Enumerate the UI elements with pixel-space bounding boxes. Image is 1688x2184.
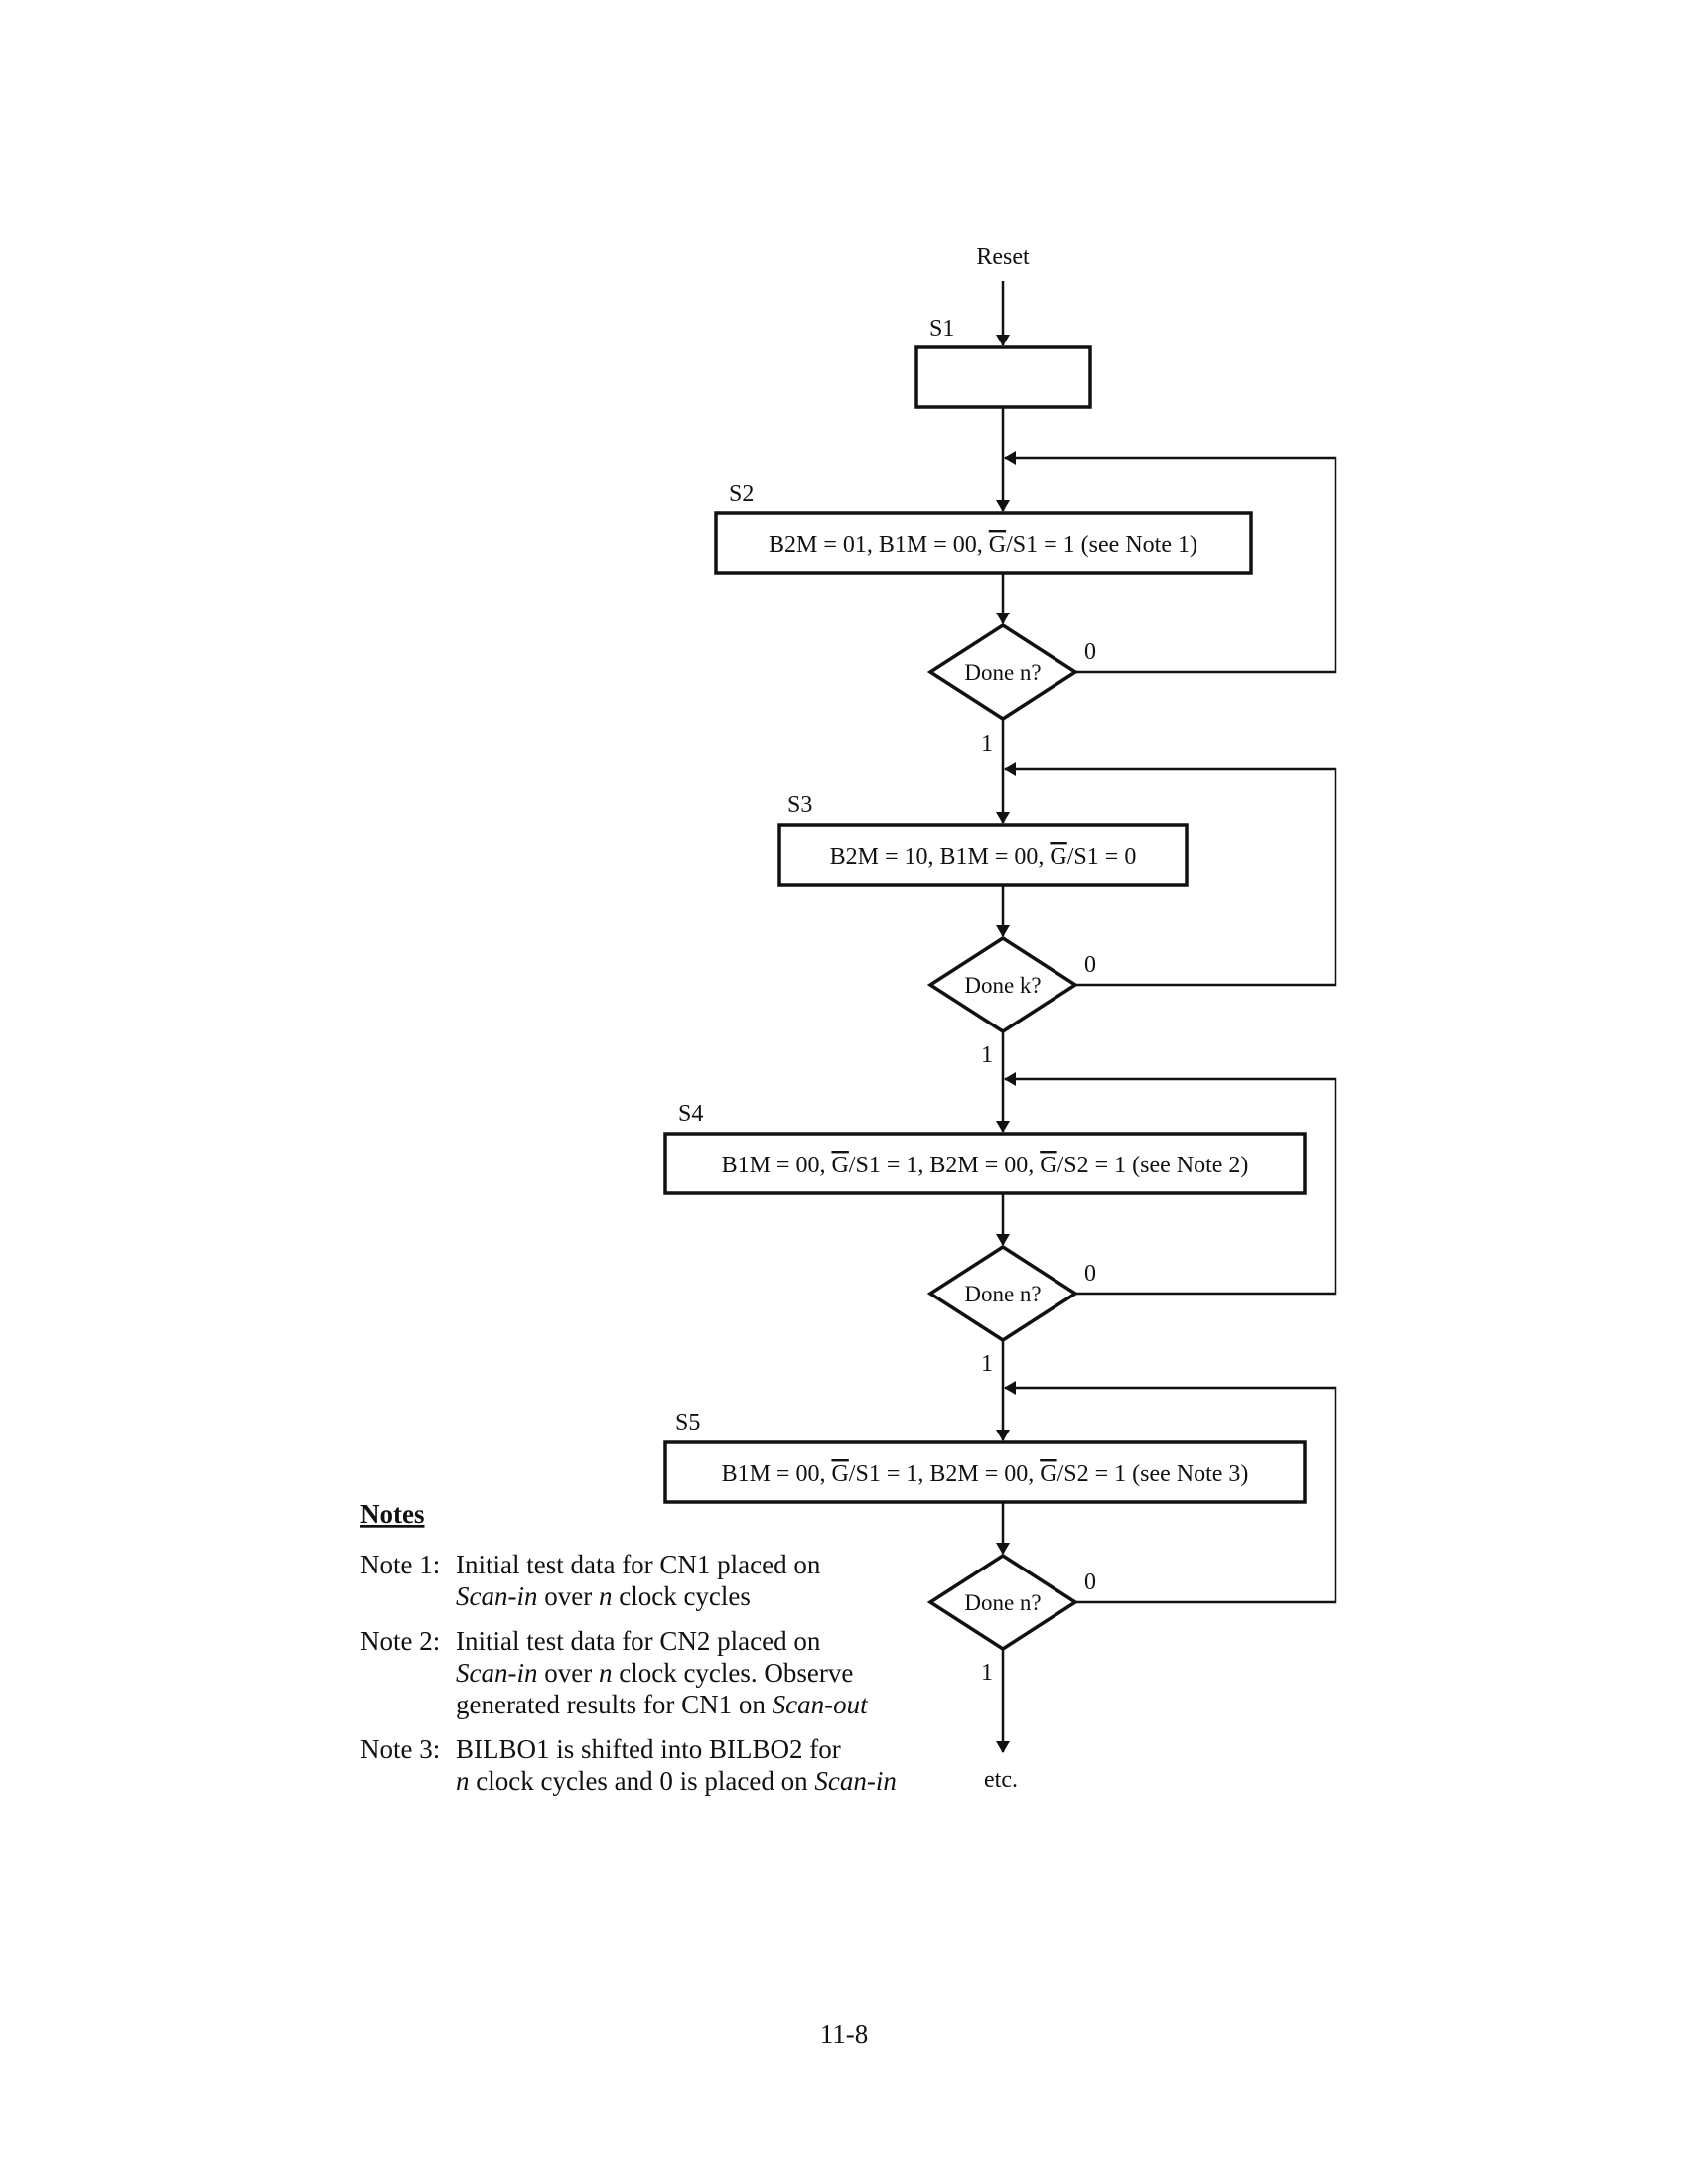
state-text-s4: B1M = 00, G/S1 = 1, B2M = 00, G/S2 = 1 (…	[722, 1153, 1249, 1178]
state-label-s2: S2	[729, 481, 754, 507]
state-text-s5: B1M = 00, G/S1 = 1, B2M = 00, G/S2 = 1 (…	[722, 1461, 1249, 1487]
state-label-s1: S1	[929, 316, 954, 341]
branch-true-1: 1	[981, 731, 993, 756]
branch-false-2: 0	[1084, 952, 1096, 978]
state-label-s5: S5	[675, 1410, 700, 1435]
note-label-2: Note 2:	[360, 1626, 440, 1656]
state-box-s5	[663, 1440, 1307, 1504]
loop-d4-s5	[1004, 1381, 1337, 1604]
state-box-s1	[914, 345, 1092, 409]
state-text-s2: B2M = 01, B1M = 00, G/S1 = 1 (see Note 1…	[769, 532, 1197, 558]
page-number: 11-8	[820, 2019, 869, 2049]
branch-true-3: 1	[981, 1351, 993, 1377]
notes-title: Notes	[360, 1499, 424, 1529]
branch-false-3: 0	[1084, 1261, 1096, 1287]
decision-label-2: Done k?	[964, 973, 1041, 998]
decision-label-3: Done n?	[964, 1282, 1041, 1306]
note-label-3: Note 3:	[360, 1734, 440, 1764]
note-label-1: Note 1:	[360, 1550, 440, 1579]
state-box-s4	[663, 1132, 1307, 1195]
etc-label: etc.	[984, 1767, 1018, 1793]
decision-label-1: Done n?	[964, 660, 1041, 685]
branch-true-4: 1	[981, 1660, 993, 1686]
connectors	[996, 281, 1337, 1753]
branch-false-1: 0	[1084, 639, 1096, 665]
state-label-s4: S4	[678, 1101, 703, 1127]
state-box-s2	[714, 511, 1253, 575]
state-label-s3: S3	[787, 792, 812, 818]
branch-true-2: 1	[981, 1042, 993, 1068]
loop-d2-s3	[1004, 762, 1337, 987]
branch-false-4: 0	[1084, 1570, 1096, 1595]
notes-list: Note 1: Initial test data for CN1 placed…	[360, 1550, 897, 1796]
state-box-s3	[777, 823, 1189, 887]
loop-d1-s2	[1004, 451, 1337, 674]
decision-label-4: Done n?	[964, 1590, 1041, 1615]
reset-label: Reset	[976, 244, 1030, 270]
loop-d3-s4	[1004, 1072, 1337, 1296]
state-text-s3: B2M = 10, B1M = 00, G/S1 = 0	[830, 844, 1137, 870]
